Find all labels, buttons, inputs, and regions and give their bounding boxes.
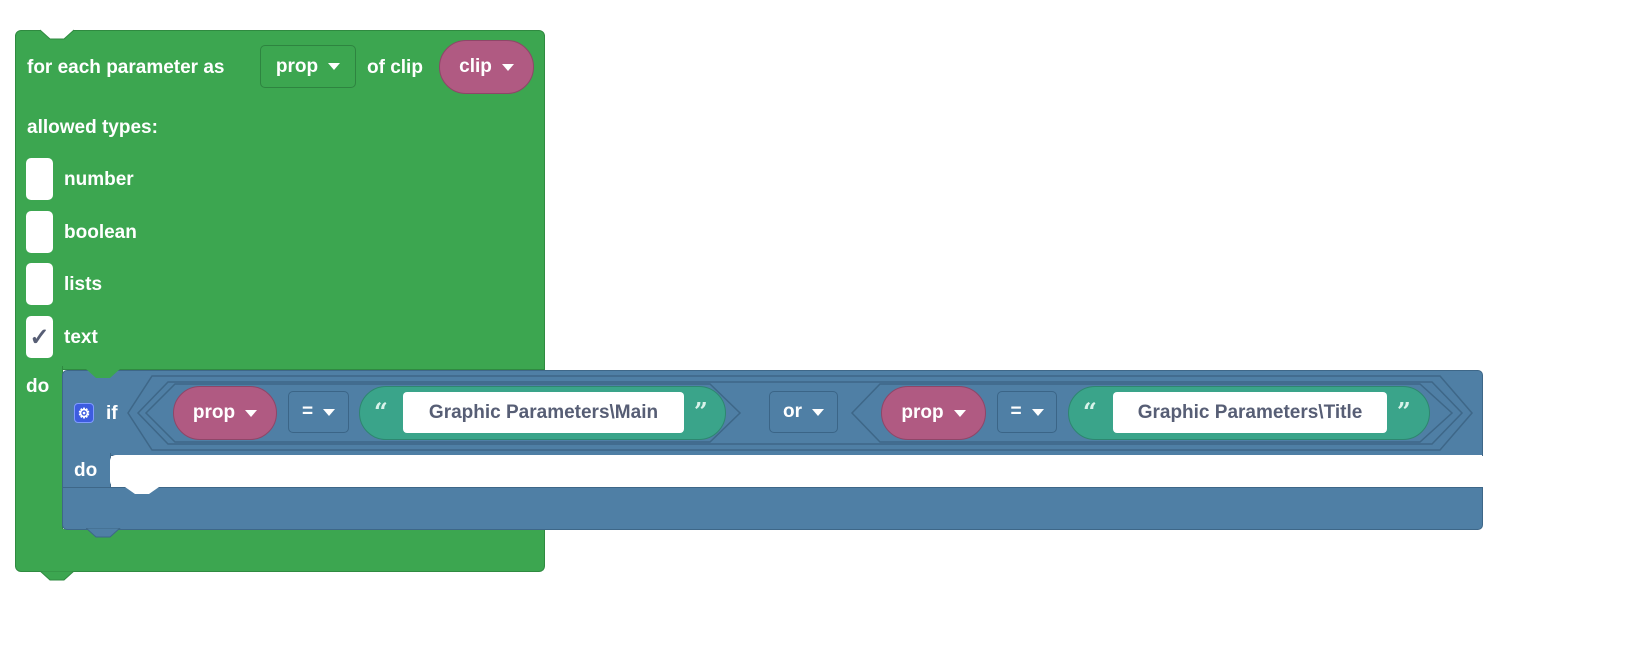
right-prop-variable[interactable]: prop — [881, 386, 986, 440]
right-prop-label: prop — [901, 402, 944, 423]
of-clip-label: of clip — [367, 57, 423, 78]
dropdown-arrow-icon — [323, 408, 336, 416]
left-operator-label: = — [301, 401, 314, 422]
if-do-label: do — [74, 460, 98, 481]
do-statement-slot[interactable] — [110, 455, 1482, 487]
dropdown-arrow-icon — [812, 408, 824, 416]
dropdown-arrow-icon — [328, 63, 341, 70]
open-quote-icon: “ — [1083, 397, 1097, 426]
allowed-types-label: allowed types: — [27, 117, 158, 138]
checkbox-number[interactable] — [26, 158, 53, 200]
or-operator-dropdown[interactable]: or — [769, 391, 838, 433]
do-notch — [125, 455, 159, 494]
for-each-label: for each parameter as — [27, 57, 225, 78]
checkbox-lists[interactable] — [26, 263, 53, 305]
check-icon: ✓ — [29, 323, 50, 351]
for-each-do-label: do — [26, 376, 50, 397]
next-notch — [40, 571, 75, 581]
checkbox-text[interactable]: ✓ — [26, 316, 53, 358]
if-previous-notch — [86, 369, 120, 378]
type-label-number: number — [64, 169, 134, 190]
close-quote-icon: ” — [1397, 397, 1411, 426]
loop-variable-dropdown[interactable]: prop — [260, 45, 356, 88]
or-operator-label: or — [783, 401, 802, 422]
gear-icon[interactable]: ⚙ — [74, 403, 94, 423]
type-label-lists: lists — [64, 274, 103, 295]
close-quote-icon: ” — [694, 397, 708, 426]
clip-variable-block[interactable]: clip — [439, 40, 534, 94]
clip-variable-label: clip — [459, 56, 492, 77]
previous-notch — [40, 29, 75, 40]
open-quote-icon: “ — [374, 397, 388, 426]
dropdown-arrow-icon — [501, 63, 514, 71]
loop-variable-label: prop — [275, 55, 319, 77]
right-text-field[interactable]: Graphic Parameters\Title — [1113, 392, 1387, 433]
if-bottom — [62, 487, 1483, 530]
dropdown-arrow-icon — [245, 409, 258, 417]
dropdown-arrow-icon — [953, 409, 966, 417]
right-operator-dropdown[interactable]: = — [997, 391, 1057, 433]
for-each-bottom — [15, 529, 545, 572]
if-label: if — [106, 403, 118, 424]
for-each-spine — [15, 366, 63, 530]
type-label-text: text — [64, 327, 98, 348]
dropdown-arrow-icon — [1031, 408, 1044, 416]
left-text-field[interactable]: Graphic Parameters\Main — [403, 392, 684, 433]
right-operator-label: = — [1010, 401, 1022, 422]
checkbox-boolean[interactable] — [26, 211, 53, 253]
if-next-notch — [86, 528, 121, 538]
left-prop-variable[interactable]: prop — [173, 386, 277, 440]
left-prop-label: prop — [192, 402, 236, 423]
type-label-boolean: boolean — [64, 222, 137, 243]
left-operator-dropdown[interactable]: = — [288, 391, 349, 433]
